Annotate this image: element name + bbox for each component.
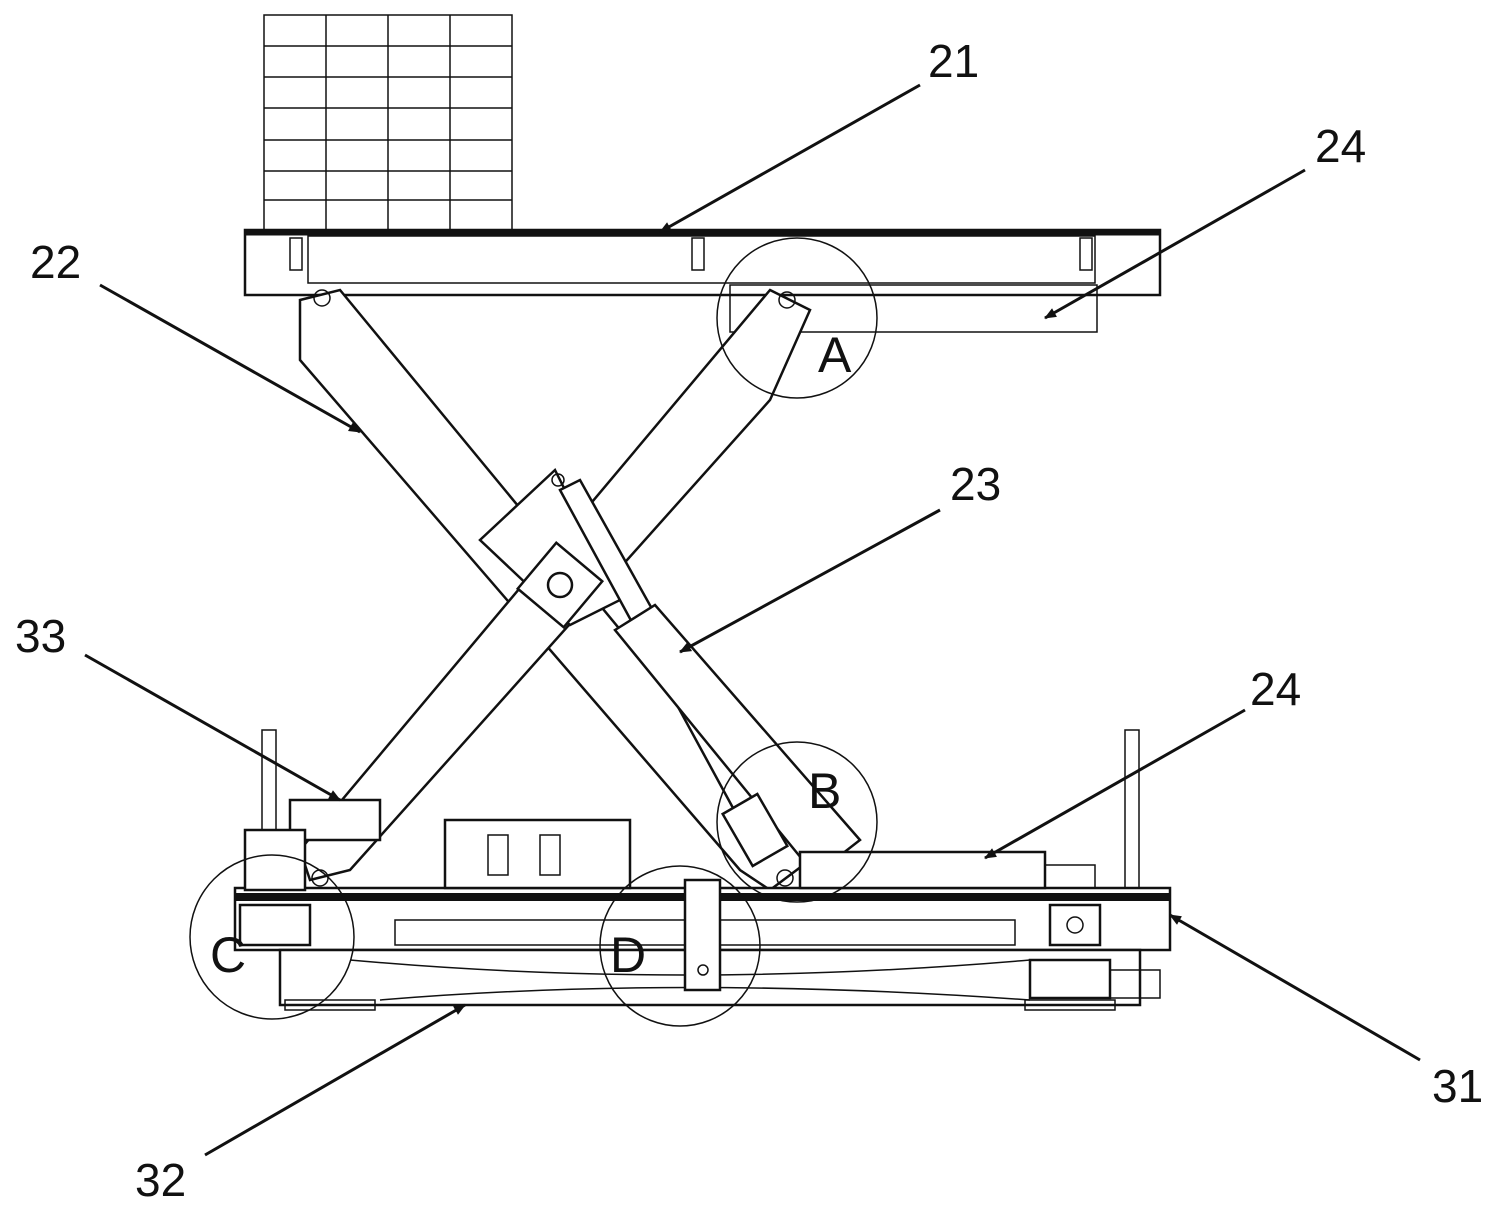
leader-32 (205, 1005, 465, 1155)
label-24-top: 24 (1315, 120, 1366, 172)
leader-31 (1170, 915, 1420, 1060)
label-22: 22 (30, 236, 81, 288)
label-24-bottom: 24 (1250, 663, 1301, 715)
top-platform (245, 230, 1160, 332)
leader-21 (660, 85, 920, 232)
label-21: 21 (928, 35, 979, 87)
detail-label-c: C (210, 927, 246, 983)
detail-label-a: A (818, 327, 852, 383)
leader-24-top (1045, 170, 1305, 318)
label-32: 32 (135, 1154, 186, 1206)
detail-label-d: D (610, 927, 646, 983)
label-23: 23 (950, 458, 1001, 510)
leader-23 (680, 510, 940, 652)
leader-33 (85, 655, 340, 800)
detail-label-b: B (808, 763, 841, 819)
cargo-grid (264, 15, 512, 230)
label-31: 31 (1432, 1060, 1483, 1112)
leader-24-bottom (985, 710, 1245, 858)
label-33: 33 (15, 610, 66, 662)
